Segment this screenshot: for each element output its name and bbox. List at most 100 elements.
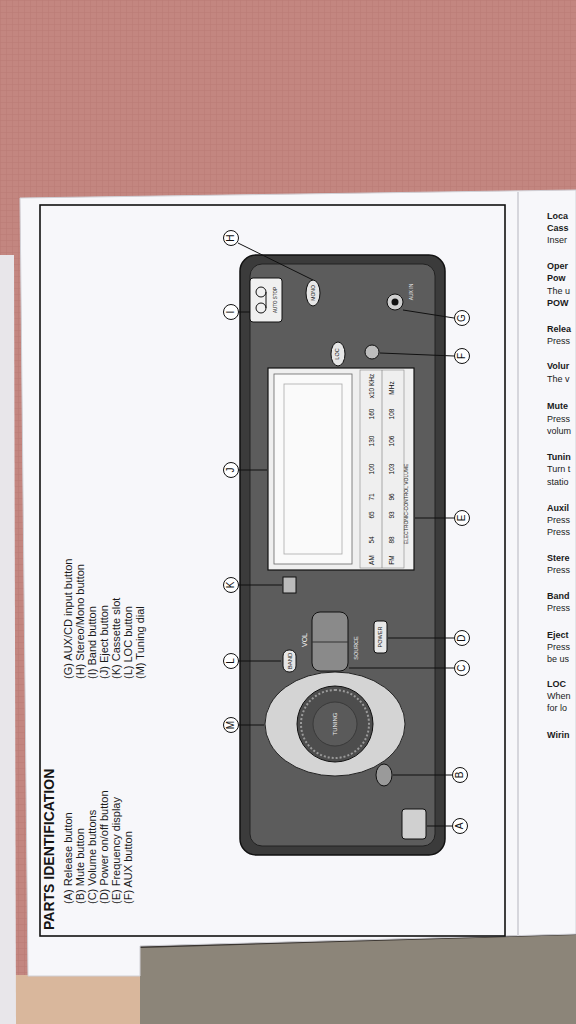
panel-marking: AUX IN: [409, 284, 414, 301]
leader-line: [349, 668, 454, 669]
tape-reel-icon: [256, 303, 266, 313]
callout-letter: K: [226, 582, 236, 589]
callout-letter: E: [457, 515, 467, 522]
frequency-scale: AM: [369, 555, 376, 565]
tape-reel-icon: [256, 287, 266, 297]
cropped-instruction-text: The u: [547, 287, 570, 297]
callout-circle: C: [454, 660, 470, 676]
cropped-instruction-text: Press: [547, 566, 570, 576]
panel-marking: MONO: [311, 285, 316, 301]
cropped-instruction-text: for lo: [547, 704, 567, 714]
logo-box: [250, 278, 282, 322]
callout-circle: L: [223, 653, 239, 669]
part-list-item: (J) Eject button: [98, 605, 110, 679]
cropped-instruction-text: volum: [547, 427, 571, 437]
callout-letter: B: [455, 772, 465, 779]
rocker-split: [312, 642, 348, 643]
cropped-instruction-text: LOC: [547, 680, 566, 690]
cropped-instruction-text: Loca: [547, 212, 568, 222]
loc-button: [331, 342, 345, 366]
table-edge: [140, 932, 576, 1024]
scale-frame: [360, 370, 404, 568]
page-title: PARTS IDENTIFICATION: [42, 769, 57, 930]
panel-marking: TUNING: [332, 713, 338, 736]
faceplate-body: [240, 255, 445, 855]
callout-letter: H: [226, 234, 236, 241]
callout-letter: M: [226, 721, 236, 729]
paper-fold: [517, 192, 519, 936]
part-list-item: (I) Band button: [86, 606, 98, 679]
band-button: [283, 650, 296, 672]
cropped-instruction-text: Press: [547, 337, 570, 347]
aux-jack: [387, 294, 403, 310]
cropped-instruction-text: Inser: [547, 236, 567, 246]
frequency-scale: 65: [369, 511, 376, 518]
part-list-item: (A) Release button: [62, 812, 74, 904]
panel-marking: SOURCE: [354, 636, 360, 660]
cropped-instruction-text: Wirin: [547, 731, 569, 741]
leader-line: [393, 775, 452, 776]
panel-marking: POWER: [378, 627, 384, 648]
callout-circle: A: [452, 818, 468, 834]
frequency-scale: 71: [369, 493, 376, 500]
part-list-item: (L) LOC button: [122, 606, 134, 679]
release-button: [402, 809, 426, 839]
frequency-scale: 106: [389, 436, 396, 447]
cropped-instruction-text: The v: [547, 375, 570, 385]
leader-line: [380, 353, 454, 356]
cropped-instruction-text: When: [547, 692, 571, 702]
part-list-item: (C) Volume buttons: [86, 810, 98, 904]
leader-line: [403, 310, 454, 318]
cropped-instruction-text: Oper: [547, 262, 568, 272]
part-list-item: (G) AUX/CD input button: [62, 559, 74, 679]
scale-divider: [382, 370, 383, 568]
callout-letter: I: [226, 311, 236, 314]
cassette-window: [274, 374, 352, 564]
cropped-instruction-text: Press: [547, 604, 570, 614]
part-list-item: (K) Cassette slot: [110, 598, 122, 679]
callout-circle: F: [454, 348, 470, 364]
next-page-edge: [0, 255, 16, 1024]
frequency-scale: 100: [369, 464, 376, 475]
panel-marking: BAND: [287, 653, 293, 670]
aux-jack-hole: [392, 299, 399, 306]
dial-surround: [265, 672, 405, 776]
callout-circle: G: [454, 310, 470, 326]
leader-line: [239, 725, 264, 726]
leader-line: [388, 638, 454, 639]
frequency-scale: 88: [389, 536, 396, 543]
frequency-scale: FM: [389, 555, 396, 564]
tuning-dial: [297, 686, 373, 762]
frequency-scale: MHz: [389, 381, 396, 394]
leader-lines: [238, 243, 454, 826]
callout-letter: A: [455, 823, 465, 830]
frequency-scale: 93: [389, 511, 396, 518]
leader-line: [427, 826, 452, 827]
panel-marking: VOL: [301, 633, 308, 647]
callout-letter: G: [457, 314, 467, 322]
callout-circle: B: [452, 767, 468, 783]
callout-letter: J: [226, 468, 236, 473]
leader-line: [239, 470, 267, 471]
dial-knurl: [301, 690, 369, 758]
part-list-item: (F) AUX button: [122, 831, 134, 904]
cropped-instruction-text: Press: [547, 528, 570, 538]
leader-line: [239, 661, 281, 662]
cropped-instruction-text: Tunin: [547, 453, 571, 463]
part-list-item: (B) Mute button: [74, 828, 86, 904]
power-button: [374, 621, 387, 653]
blurred-foreground: [0, 975, 140, 1024]
callout-circle: K: [223, 577, 239, 593]
callout-letter: F: [457, 353, 467, 359]
cropped-instruction-text: be us: [547, 655, 569, 665]
cropped-instruction-text: Mute: [547, 402, 568, 412]
leader-line: [239, 585, 282, 586]
page-border: [40, 205, 505, 936]
cropped-instruction-text: Press: [547, 516, 570, 526]
part-list-item: (D) Power on/off button: [98, 790, 110, 904]
frequency-scale: 108: [389, 409, 396, 420]
